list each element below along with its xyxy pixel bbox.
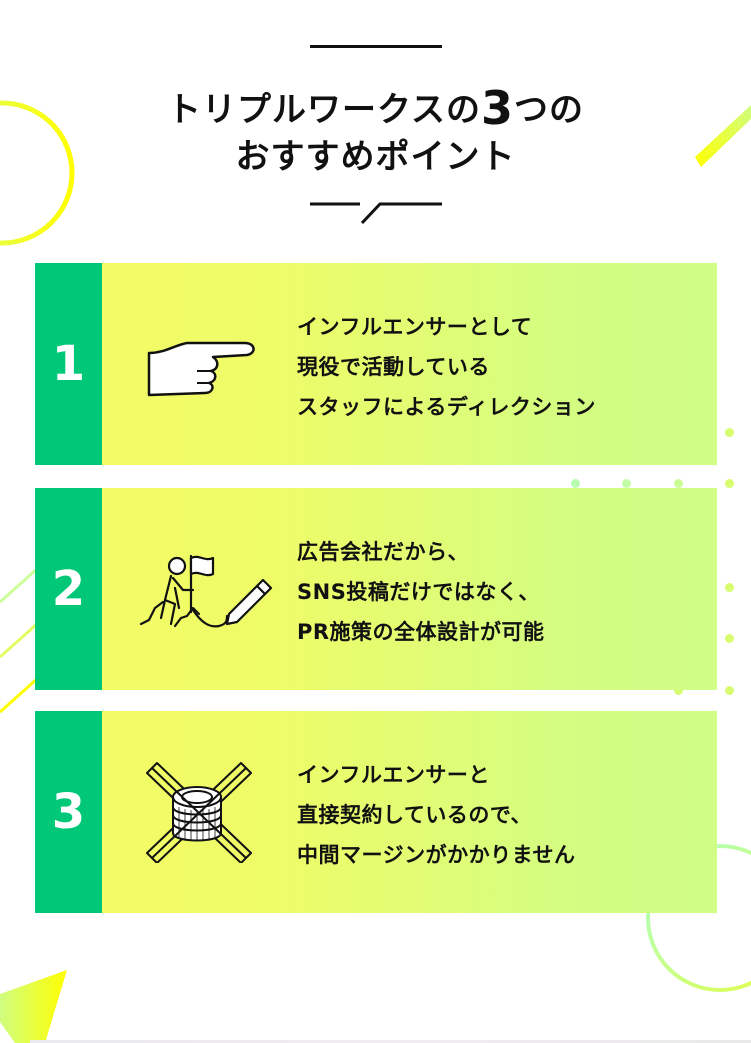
climber-flag-pencil-icon (135, 538, 275, 640)
decorative-dot (725, 634, 734, 643)
decorative-lines-left (0, 560, 40, 720)
point-card-3: 3 インフルエンサーと 直接契約しているので (35, 711, 717, 913)
point-card-2: 2 広告会社だから、 SNS投稿だけではなく、 PR施策の全体設計が可能 (35, 488, 717, 690)
point-number: 3 (51, 784, 86, 840)
crossed-out-coins-icon (135, 761, 275, 864)
point-number-block: 3 (35, 711, 102, 913)
point-text-line: PR施策の全体設計が可能 (297, 620, 545, 644)
bottom-edge-strip (30, 1040, 751, 1043)
point-text-line: インフルエンサーとして (297, 315, 533, 339)
decorative-dot (622, 479, 631, 488)
point-description: インフルエンサーとして 現役で活動している スタッフによるディレクション (297, 307, 697, 427)
point-text-line: 直接契約しているので、 (297, 803, 533, 827)
speech-bubble-tail-icon (310, 196, 444, 230)
point-card-1: 1 インフルエンサーとして 現役で活動している スタッフによるディレクション (35, 263, 717, 465)
decorative-dot (725, 686, 734, 695)
point-text-line: インフルエンサーと (297, 763, 490, 787)
page-title-line-2: おすすめポイント (235, 137, 516, 177)
decorative-dot (674, 479, 683, 488)
decorative-dot (674, 686, 683, 695)
decorative-slash-top-right (695, 105, 751, 175)
title-suffix: つの (514, 90, 584, 130)
decorative-dot (725, 428, 734, 437)
point-number: 1 (51, 336, 86, 392)
point-text-line: スタッフによるディレクション (297, 395, 596, 419)
point-text-line: SNS投稿だけではなく、 (297, 580, 540, 604)
point-text-line: 現役で活動している (297, 355, 490, 379)
pointing-hand-icon (135, 313, 275, 415)
heading-top-rule (310, 45, 442, 48)
decorative-dot (725, 479, 734, 488)
point-text-line: 広告会社だから、 (297, 540, 469, 564)
decorative-wedge-bottom-left (0, 958, 70, 1043)
decorative-ring-top-left (0, 98, 90, 248)
point-text-line: 中間マージンがかかりません (297, 843, 576, 867)
point-number-block: 1 (35, 263, 102, 465)
decorative-ring-bottom-right (640, 838, 751, 993)
title-prefix: トリプルワークスの (167, 90, 481, 130)
point-description: 広告会社だから、 SNS投稿だけではなく、 PR施策の全体設計が可能 (297, 532, 697, 652)
section-heading: トリプルワークスの3つの おすすめポイント (0, 0, 751, 240)
point-number: 2 (51, 561, 86, 617)
decorative-dot (725, 583, 734, 592)
point-description: インフルエンサーと 直接契約しているので、 中間マージンがかかりません (297, 755, 697, 875)
point-number-block: 2 (35, 488, 102, 690)
page-title-line-1: トリプルワークスの3つの (0, 82, 751, 131)
title-number: 3 (480, 81, 514, 135)
decorative-dot (571, 479, 580, 488)
